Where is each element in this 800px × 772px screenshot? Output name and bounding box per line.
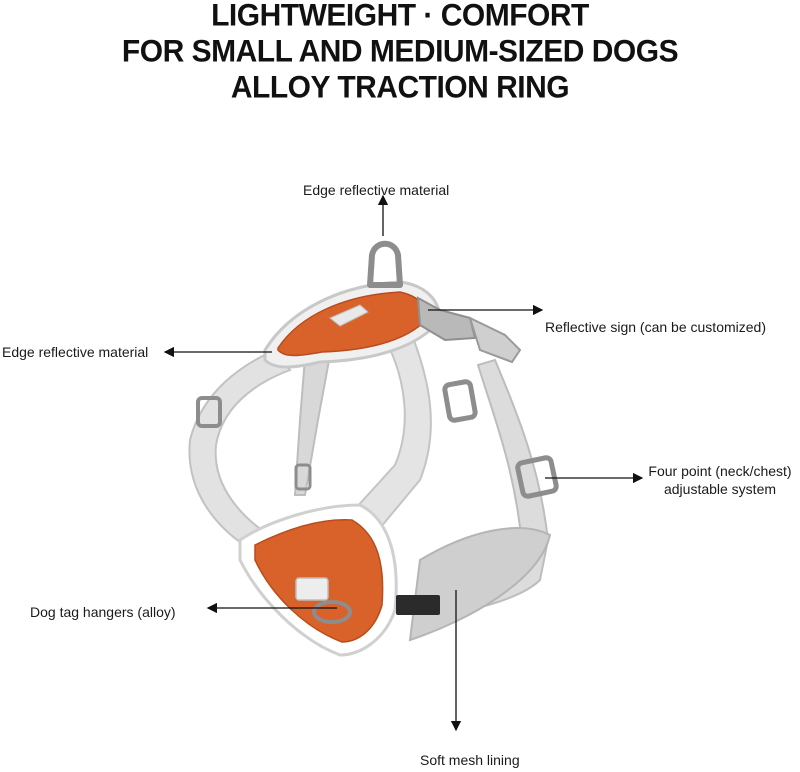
headline-line-2: FOR SMALL AND MEDIUM-SIZED DOGS xyxy=(121,34,679,69)
right-slider-buckle xyxy=(515,455,559,499)
left-slider-buckle xyxy=(196,396,222,428)
callout-soft-mesh-lining: Soft mesh lining xyxy=(420,752,520,768)
brand-label xyxy=(396,595,440,615)
back-panel xyxy=(263,280,442,369)
callout-reflective-sign: Reflective sign (can be customized) xyxy=(545,319,766,335)
mesh-lining-panel xyxy=(408,527,552,642)
callout-top-edge-reflective: Edge reflective material xyxy=(303,182,450,198)
chest-panel xyxy=(238,503,440,657)
headline: LIGHTWEIGHT · COMFORT FOR SMALL AND MEDI… xyxy=(0,0,800,106)
headline-line-3: ALLOY TRACTION RING xyxy=(230,70,570,105)
tag-hanger-plate xyxy=(295,577,329,601)
headline-line-1: LIGHTWEIGHT · COMFORT xyxy=(211,0,589,33)
callout-left-edge-reflective: Edge reflective material xyxy=(2,344,149,360)
reflective-sign-patch xyxy=(329,304,369,327)
shoulder-slider-buckle xyxy=(442,379,478,423)
dog-tag-ring xyxy=(312,600,352,624)
callout-four-point-adjustable: Four point (neck/chest) adjustable syste… xyxy=(640,462,800,498)
center-strap xyxy=(293,353,332,496)
traction-ring xyxy=(367,240,403,288)
callout-four-point-line-1: Four point (neck/chest) xyxy=(648,463,792,479)
side-quick-release-buckle xyxy=(416,296,522,364)
callout-four-point-line-2: adjustable system xyxy=(663,481,777,497)
callout-dog-tag-hangers: Dog tag hangers (alloy) xyxy=(30,604,176,620)
center-strap-buckle xyxy=(294,463,312,491)
